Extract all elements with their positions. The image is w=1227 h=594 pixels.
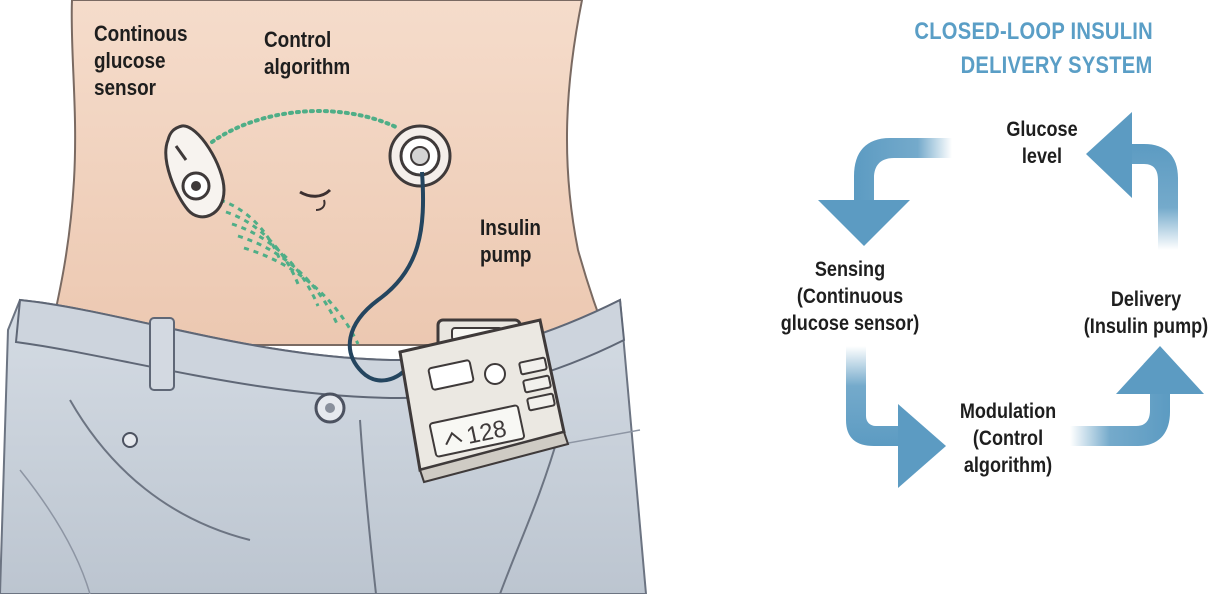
cycle-arrow-icon [1070, 346, 1204, 446]
body-illustration: 128 Continous glucose sensor Control alg… [0, 0, 660, 594]
label-insulin-pump: Insulin pump [480, 214, 541, 268]
closed-loop-cycle-diagram: CLOSED-LOOP INSULIN DELIVERY SYSTEM Gluc… [660, 0, 1227, 594]
stage-modulation: Modulation (Control algorithm) [960, 398, 1056, 479]
label-glucose-sensor: Continous glucose sensor [94, 20, 188, 101]
rivet [123, 433, 137, 447]
belt-loop [150, 318, 174, 390]
label-control-algorithm: Control algorithm [264, 26, 350, 80]
stage-glucose-level: Glucose level [1006, 116, 1077, 170]
title-line-2: DELIVERY SYSTEM [961, 52, 1153, 80]
insulin-infusion-site-icon [390, 126, 450, 186]
stage-sensing: Sensing (Continuous glucose sensor) [781, 256, 920, 337]
stage-delivery: Delivery (Insulin pump) [1084, 286, 1208, 340]
cycle-arrow-icon [1086, 112, 1178, 250]
cycle-arrow-icon [818, 138, 952, 246]
title-line-1: CLOSED-LOOP INSULIN [914, 18, 1153, 46]
cycle-arrow-icon [846, 346, 946, 488]
